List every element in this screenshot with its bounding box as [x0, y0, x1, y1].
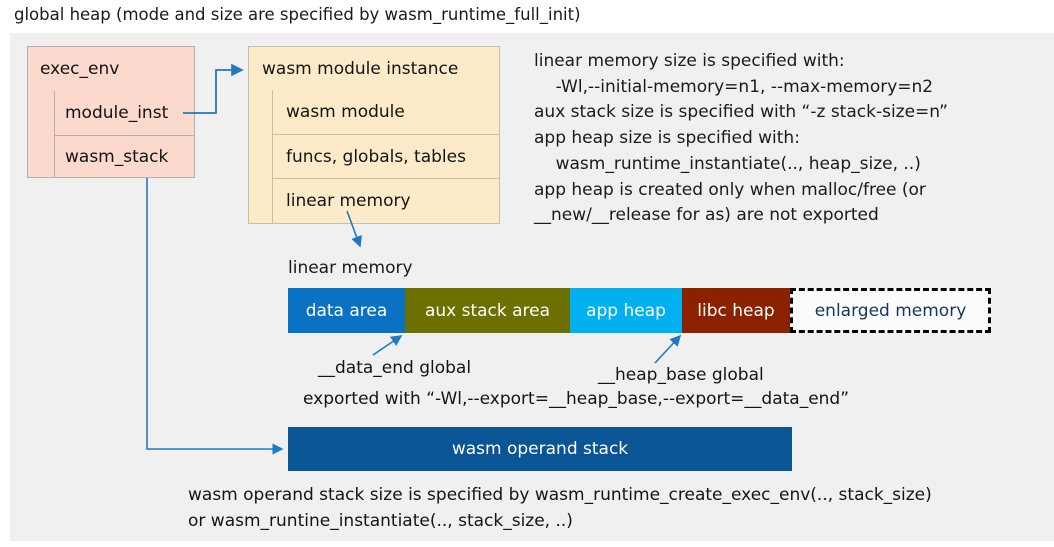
memory-segment-label: libc heap — [697, 300, 775, 321]
exec-env-header: exec_env — [27, 46, 195, 92]
memory-segment-data-area: data area — [288, 288, 405, 333]
wasm-module-instance-header-label: wasm module instance — [262, 58, 459, 79]
memory-segment-enlarged-memory: enlarged memory — [790, 288, 991, 333]
linear-memory-bar: data area aux stack area app heap libc heap… — [288, 288, 991, 333]
wasm-operand-stack-box: wasm operand stack — [288, 427, 792, 471]
exec-env-group: exec_env module_inst wasm_stack — [27, 46, 195, 178]
runtime-config-notes: linear memory size is specified with: -W… — [534, 51, 948, 226]
wasm-operand-stack-label: wasm operand stack — [451, 439, 629, 459]
wasm-module-instance-header: wasm module instance — [248, 46, 500, 91]
exec-env-field-wasm-stack: wasm_stack — [54, 135, 195, 178]
page-title: global heap (mode and size are specified… — [14, 5, 581, 24]
memory-segment-label: app heap — [586, 300, 666, 321]
wasm-module-instance-group: wasm module instance wasm module funcs, … — [248, 46, 500, 224]
module-instance-field-linear-memory: linear memory — [272, 178, 500, 224]
memory-segment-label: data area — [305, 300, 388, 321]
heap-base-global-label: __heap_base global — [598, 365, 764, 385]
exec-env-header-label: exec_env — [40, 59, 120, 79]
exec-env-field-module-inst: module_inst — [54, 91, 195, 136]
memory-segment-libc-heap: libc heap — [682, 288, 790, 333]
linear-memory-field-label: linear memory — [286, 191, 411, 211]
export-flags-note: exported with “-Wl,--export=__heap_base,… — [303, 389, 850, 409]
funcs-globals-tables-label: funcs, globals, tables — [286, 146, 466, 167]
operand-stack-size-note: wasm operand stack size is specified by … — [188, 485, 932, 531]
linear-memory-caption: linear memory — [288, 258, 413, 278]
wasm-module-label: wasm module — [286, 102, 405, 122]
exec-env-left-rail — [27, 91, 55, 178]
module-instance-field-wasm-module: wasm module — [272, 90, 500, 135]
data-end-global-label: __data_end global — [318, 358, 472, 378]
module-inst-label: module_inst — [65, 103, 169, 123]
wasm-module-instance-left-rail — [248, 90, 273, 224]
memory-segment-label: aux stack area — [424, 300, 551, 321]
memory-segment-app-heap: app heap — [570, 288, 682, 333]
module-instance-field-funcs-globals-tables: funcs, globals, tables — [272, 134, 500, 179]
memory-segment-label: enlarged memory — [814, 300, 967, 321]
memory-segment-aux-stack-area: aux stack area — [405, 288, 570, 333]
wasm-stack-label: wasm_stack — [65, 146, 169, 167]
